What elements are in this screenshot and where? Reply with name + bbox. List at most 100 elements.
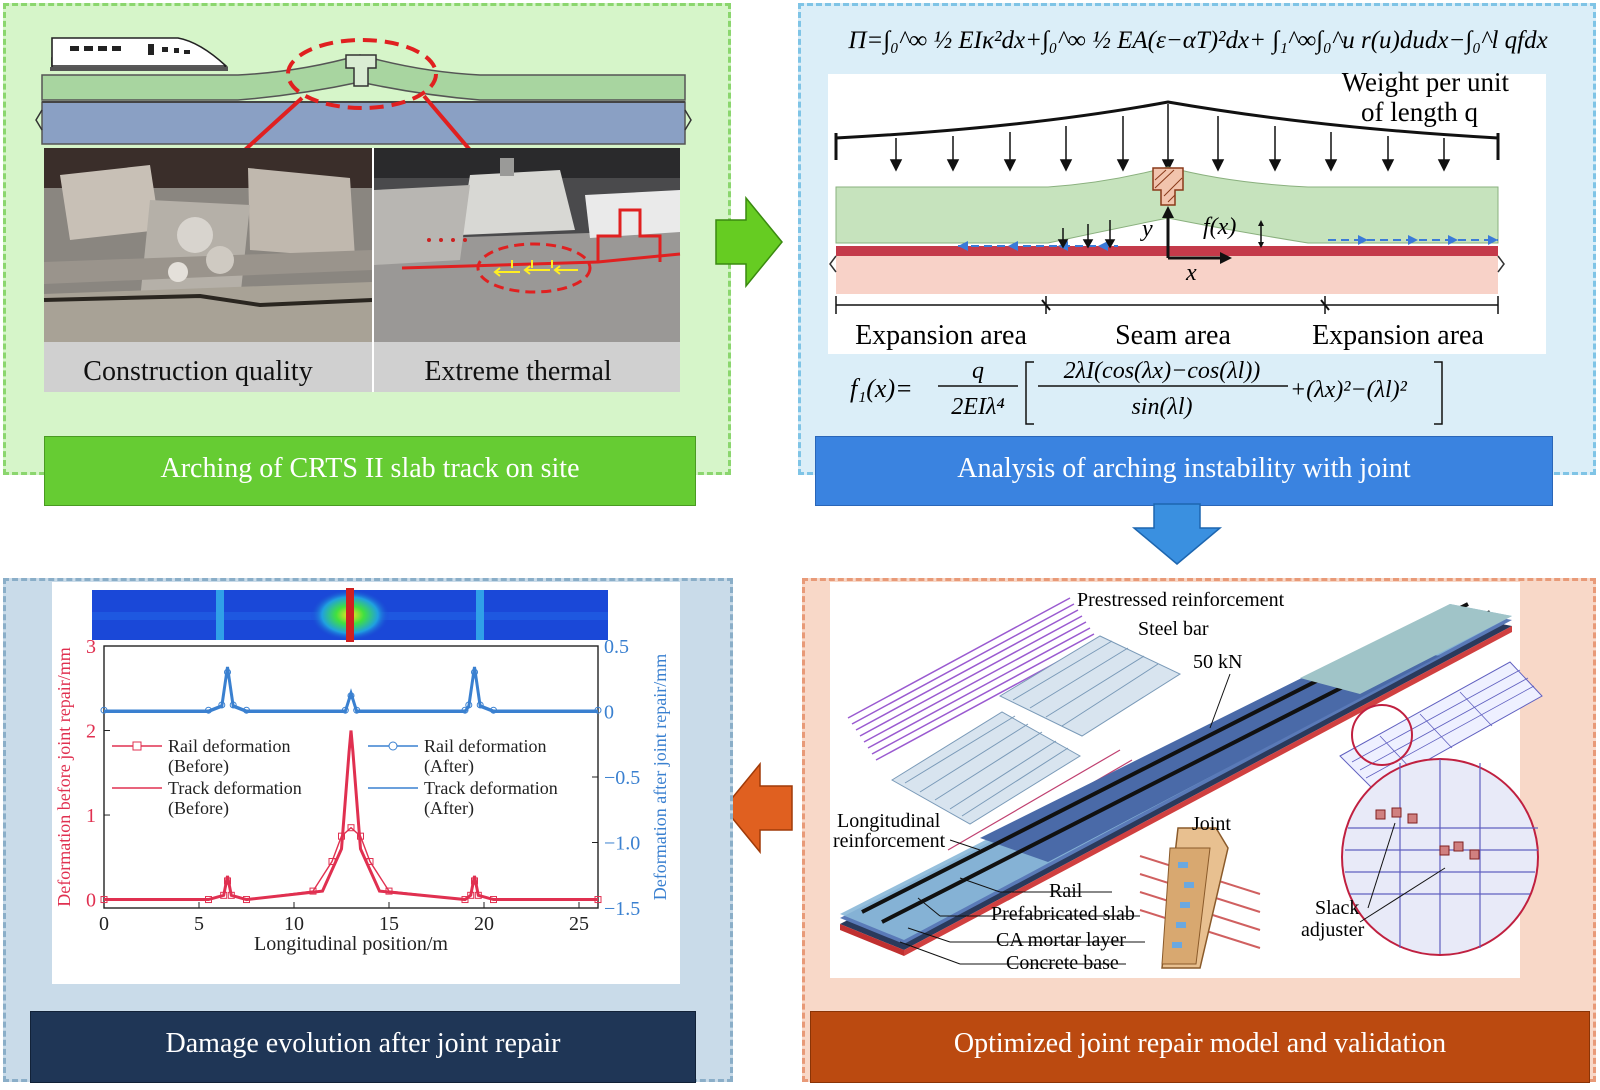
label-joint: Joint [1192,813,1231,835]
series-marker [366,858,374,866]
y-tick-label: 1 [86,805,96,827]
load-label-line2: of length q [1361,97,1478,127]
fx-label: f(x) [1203,214,1236,240]
arrow-right-icon [715,195,783,289]
photo-construction-quality [43,148,373,342]
label-slab: Prefabricated slab [991,903,1135,925]
series-line [104,730,598,902]
slab-track-model [840,602,1512,956]
series-marker [471,877,478,885]
y2-tick-label: 0 [604,702,614,724]
slack-adjuster-mesh [1339,661,1543,956]
y2-tick-label: −1.5 [604,898,640,920]
load-label-line1: Weight per unit [1342,67,1510,97]
y2-tick-label: −0.5 [604,767,640,789]
label-leader-lines [899,877,1145,965]
x-tick-label: 10 [284,913,304,935]
x-tick-label: 15 [379,913,399,935]
x-tick-label: 0 [99,913,109,935]
series-marker [471,668,478,676]
series-marker [243,896,250,904]
legend-label: Rail deformation [168,736,290,756]
series-marker [594,706,602,714]
arching-highlight-ellipse [286,38,438,110]
series-marker [100,706,108,714]
area-label-expansion-left: Expansion area [855,320,1027,351]
formula-tail: +(λx)²−(λl)² [1290,377,1408,403]
area-label-seam: Seam area [1115,320,1231,351]
distributed-load-curve [835,100,1499,140]
legend-sublabel: (Before) [168,798,229,819]
series-marker [476,701,484,709]
formula-numerator: 2λI(cos(λx)−cos(λl)) [1064,358,1261,384]
prestressed-reinforcement-mesh [847,597,1099,761]
arching-analysis-diagram: Π=∫₀^∞ ½ EIκ²dx+∫₀^∞ ½ EA(ε−αT)²dx+ ∫₁^∞… [828,27,1548,425]
series-marker [347,692,355,700]
x-axis-label: Longitudinal position/m [254,933,448,955]
photo-left-label: Construction quality [83,356,312,387]
photo-right-label: Extreme thermal [424,356,612,387]
y2-axis-label: Deformation after joint repair/mm [650,654,670,900]
label-ca-mortar: CA mortar layer [996,929,1126,951]
series-line [104,672,598,711]
series-marker [218,701,226,709]
series-marker [341,706,349,714]
series-marker [220,891,228,899]
joint-hatched-block [1152,167,1184,206]
x-tick-label: 25 [569,913,589,935]
arrow-left-icon [723,761,793,855]
site-arching-illustration: Construction quality Extreme thermal [35,37,692,392]
y2-tick-label: 0.5 [604,640,629,658]
series-marker [100,896,108,904]
formula-sine: sin(λl) [1131,394,1192,420]
series-marker [461,706,469,714]
joint-block [345,54,377,87]
legend-marker [132,741,142,751]
series-marker [465,701,473,709]
load-arrows [889,104,1451,172]
series-marker [328,858,336,866]
chart-background [52,582,680,984]
coordinate-axes [1162,206,1264,264]
legend-sublabel: (Before) [168,756,229,777]
series-marker [490,896,497,904]
series-marker [347,824,355,832]
series-marker [243,706,250,714]
series-marker [205,706,212,714]
repair-model-illustration: Prestressed reinforcement Steel bar 50 k… [830,582,1543,978]
base-layer [41,101,686,145]
x-axis-label: x [1185,260,1197,286]
y-axis-label: Deformation before joint repair/mm [54,647,74,906]
concrete-base [836,256,1498,294]
series-marker [224,877,231,885]
legend-sublabel: (After) [424,756,474,777]
plot-frame [103,645,599,909]
series-marker [205,896,212,904]
series-marker [224,668,231,676]
formula-q: q [972,358,984,384]
label-longitudinal-line1: Longitudinal [837,810,941,832]
label-prestressed: Prestressed reinforcement [1077,589,1285,611]
formula-denominator: 2EIλ⁴ [951,394,1004,420]
series-marker [490,706,497,714]
series-line [104,826,598,901]
arrow-down-icon [1131,503,1223,565]
label-slack-line2: adjuster [1301,919,1365,941]
series-marker [229,701,237,709]
series-marker [474,891,482,899]
series-marker [385,887,393,895]
panel-site-title: Arching of CRTS II slab track on site [44,436,696,506]
panel-analysis-title: Analysis of arching instability with joi… [815,436,1553,506]
energy-equation: Π=∫₀^∞ ½ EIκ²dx+∫₀^∞ ½ EA(ε−αT)²dx+ ∫₁^∞… [847,27,1547,55]
fe-contour-strip [92,588,608,642]
area-dimension-lines [835,296,1499,314]
panel-damage-title: Damage evolution after joint repair [30,1011,696,1083]
legend-marker [388,741,398,751]
label-base: Concrete base [1006,952,1119,974]
series-marker [353,706,361,714]
series-marker [594,896,602,904]
formula-lhs: f₁(x)= [850,374,913,403]
train-icon [50,37,229,71]
label-slack-line1: Slack [1315,897,1359,919]
legend-label: Rail deformation [424,736,546,756]
